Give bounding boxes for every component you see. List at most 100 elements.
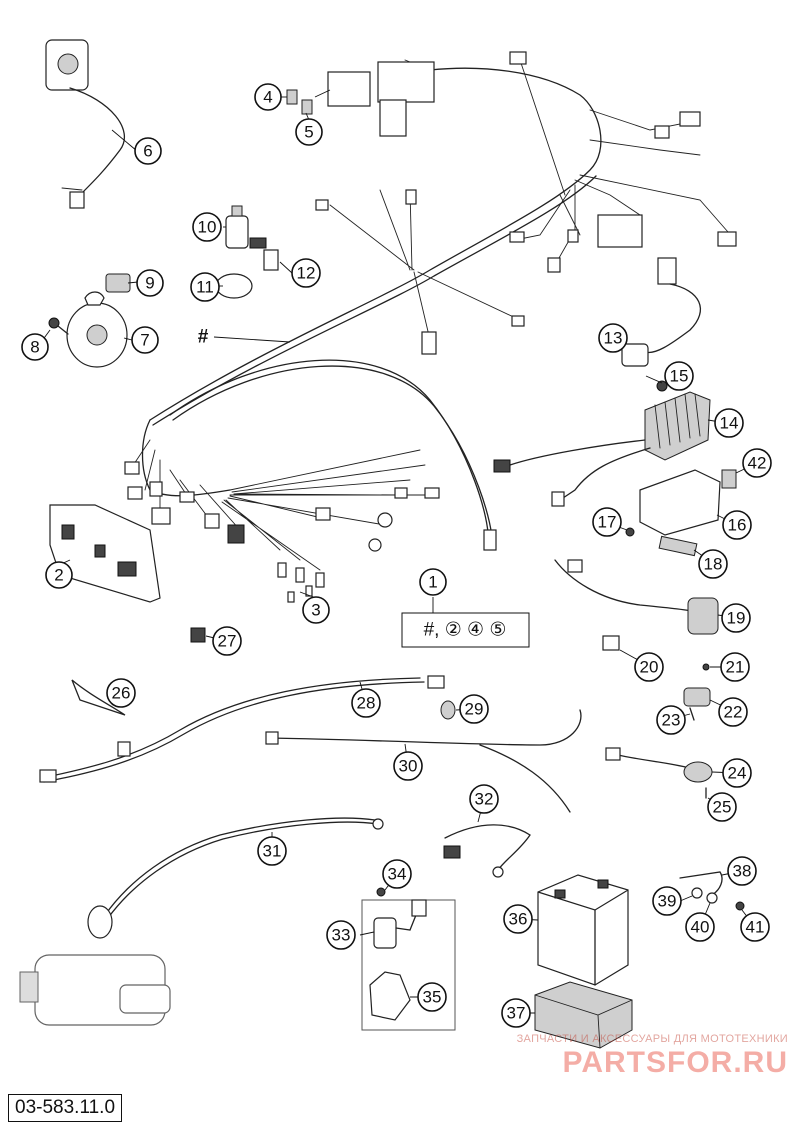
starter-relay-group-frame [361,899,456,1031]
callout-35: 35 [417,982,447,1012]
svg-text:35: 35 [423,988,442,1007]
starter-relay-33-part [373,899,427,949]
callout-2: 2 [45,561,73,589]
svg-text:9: 9 [145,274,154,293]
svg-text:11: 11 [196,278,214,297]
nut-39-part [691,887,703,899]
svg-text:27: 27 [218,632,237,651]
callout-36: 36 [503,904,533,934]
svg-text:33: 33 [332,926,351,945]
callout-5: 5 [295,118,323,146]
screw-17-part [625,527,635,537]
callout-42: 42 [742,448,772,478]
callout-1: 1 [419,568,447,596]
svg-text:22: 22 [724,703,743,722]
callout-19: 19 [721,603,751,633]
callout-29: 29 [459,694,489,724]
callout-26: 26 [106,678,136,708]
callout-8: 8 [21,333,49,361]
callout-20: 20 [634,652,664,682]
nut-21-part [702,663,710,671]
callout-14: 14 [714,408,744,438]
svg-text:8: 8 [30,338,39,357]
callout-30: 30 [393,751,423,781]
callout-22: 22 [718,697,748,727]
svg-text:25: 25 [713,798,732,817]
callout-16: 16 [722,510,752,540]
relay-19-part [554,559,719,635]
svg-text:40: 40 [691,918,710,937]
clip-9-part [105,273,131,293]
battery-tray-part [534,981,633,1049]
svg-text:20: 20 [640,658,659,677]
cable-32-part [443,824,531,878]
svg-text:26: 26 [112,684,131,703]
callout-13: 13 [598,323,628,353]
callout-31: 31 [257,836,287,866]
starter-cable-part [87,817,384,939]
svg-text:2: 2 [54,566,63,585]
callout-34: 34 [382,859,412,889]
watermark-logo: PARTSFOR.RU [562,1046,788,1079]
clip-5-part [301,99,313,115]
bulb-29-part [440,700,456,720]
kit-contents-text: #, ② ④ ⑤ [424,620,507,641]
bolt-8-part [48,317,69,335]
callout-37: 37 [501,998,531,1028]
condenser-part [225,205,249,249]
wire-28-part [39,675,445,783]
callouts: 1 2 3 4 5 6 7 8 9 10 11 12 13 14 15 16 1… [21,83,772,1028]
voltage-regulator-part [493,391,711,507]
callout-28: 28 [351,688,381,718]
relay-27-part [190,627,206,643]
svg-text:16: 16 [728,516,747,535]
bolt-41-part [735,901,745,911]
svg-text:5: 5 [304,123,313,142]
wire-30-part [265,709,582,813]
svg-text:15: 15 [670,367,689,386]
svg-text:7: 7 [140,331,149,350]
callout-39: 39 [652,886,682,916]
svg-text:4: 4 [263,88,272,107]
bulb-connectors-part [277,562,325,603]
horn-part [66,291,128,368]
callout-38: 38 [727,856,757,886]
callout-21: 21 [720,652,750,682]
bracket-16-part [639,469,721,536]
main-wiring-harness [124,51,737,571]
callout-32: 32 [469,784,499,814]
svg-text:3: 3 [311,601,320,620]
callout-33: 33 [326,920,356,950]
watermark: ЗАПЧАСТИ И АКСЕССУАРЫ ДЛЯ МОТОТЕХНИКИ PA… [517,1033,788,1080]
callout-3: 3 [302,596,330,624]
callout-27: 27 [212,626,242,656]
svg-text:14: 14 [720,414,739,433]
relay-cover-35-part [369,971,411,1021]
svg-text:30: 30 [399,757,418,776]
nut-34-part [376,887,386,897]
svg-text:41: 41 [746,918,765,937]
svg-text:34: 34 [388,865,407,884]
svg-text:32: 32 [475,790,494,809]
clip-42-part [721,469,737,489]
svg-text:28: 28 [357,694,376,713]
svg-text:19: 19 [727,609,746,628]
svg-text:6: 6 [143,142,152,161]
svg-text:10: 10 [198,218,217,237]
callout-11: 11 [190,272,220,302]
svg-text:42: 42 [748,454,767,473]
diagram-code-label: 03-583.11.0 [8,1094,123,1122]
svg-text:13: 13 [604,329,623,348]
screw-23-part [689,707,695,721]
svg-text:1: 1 [428,573,437,592]
svg-text:17: 17 [598,513,617,532]
kit-marker-leader [213,336,291,343]
watermark-tagline: ЗАПЧАСТИ И АКСЕССУАРЫ ДЛЯ МОТОТЕХНИКИ [516,1033,788,1045]
washer-40-part [706,892,718,904]
svg-text:36: 36 [509,910,528,929]
svg-text:24: 24 [728,764,747,783]
callout-7: 7 [131,326,159,354]
svg-text:39: 39 [658,892,677,911]
callout-23: 23 [656,705,686,735]
